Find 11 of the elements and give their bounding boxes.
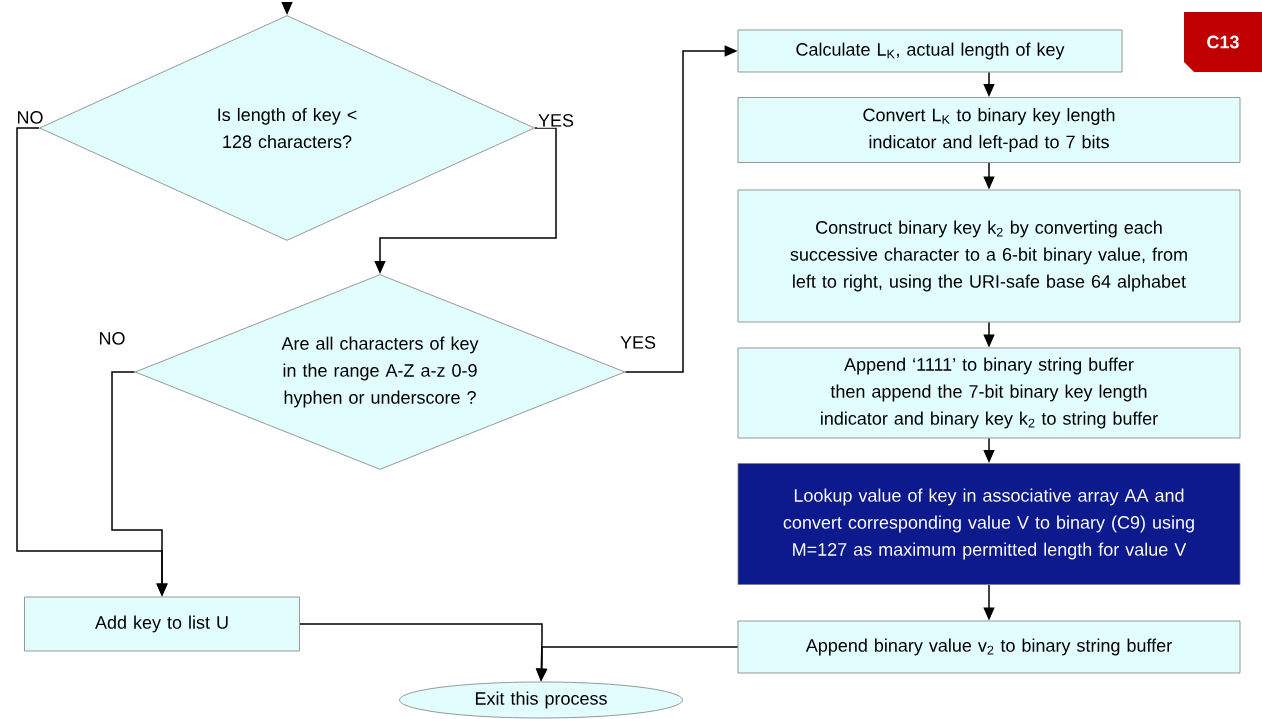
- process-box: Construct binary key k$_{2}$ by converting each successive character to a 6-bit binary value, from left to right, using the URI-safe base 64 alphabet: [737, 189, 1241, 323]
- terminator-oval: Exit this process: [399, 681, 683, 719]
- process-box: Add key to list U: [24, 596, 300, 652]
- process-box: Convert L$_{K}$ to binary key length indicator and left-pad to 7 bits: [737, 97, 1241, 163]
- page-badge: C13: [1184, 12, 1262, 72]
- process-box: Lookup value of key in associative array AA and convert corresponding value V to binary (C9) using M=127 as maximum permitted length for value V: [737, 463, 1241, 585]
- process-box: Append ‘1111’ to binary string buffer then append the 7-bit binary key length indicator and binary key k$_{2}$ to string buffer: [737, 347, 1241, 439]
- edge-label: NO: [100, 332, 125, 345]
- process-box: Append binary value v$_{2}$ to binary string buffer: [737, 620, 1241, 674]
- edge-label: YES: [538, 114, 574, 127]
- process-box: Calculate L$_{K}$, actual length of key: [737, 29, 1123, 73]
